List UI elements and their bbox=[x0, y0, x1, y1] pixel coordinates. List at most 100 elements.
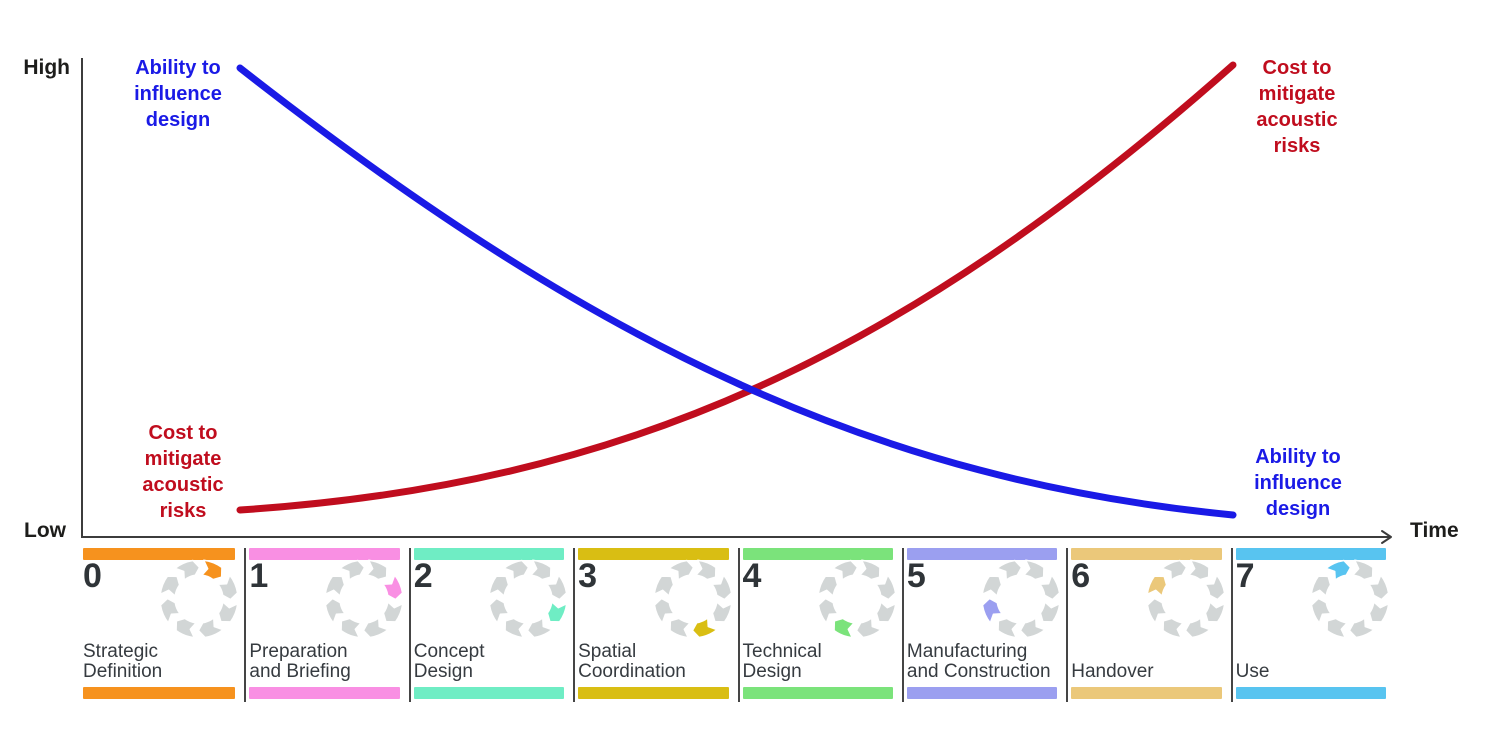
influence-curve-label-start: Ability to influence design bbox=[134, 57, 222, 131]
stage-color-bar-top bbox=[1071, 548, 1222, 560]
cycle-segment bbox=[365, 559, 388, 581]
stage-color-bar-top bbox=[906, 548, 1058, 560]
cycle-segment bbox=[1039, 601, 1061, 623]
cycle-segment bbox=[1039, 574, 1061, 601]
cycle-segment bbox=[875, 601, 897, 623]
cycle-segment bbox=[875, 574, 897, 601]
stage-color-bar-top bbox=[413, 548, 565, 560]
stage-color-bar-bottom bbox=[249, 687, 400, 699]
stage-color-bar-top bbox=[249, 548, 400, 560]
stage-label: Preparation and Briefing bbox=[249, 641, 351, 682]
cost-curve-label-start: Cost to mitigate acoustic risks bbox=[142, 422, 224, 522]
stage-color-bar-top bbox=[83, 548, 236, 560]
cycle-segment-highlighted bbox=[1325, 559, 1352, 581]
cycle-segment bbox=[653, 575, 674, 597]
cycle-segment bbox=[198, 617, 225, 639]
stage-cell-1: 1 Preparation and Briefing bbox=[244, 548, 408, 702]
stage-cell-6: 6 Handover bbox=[1066, 548, 1230, 702]
stage-cell-0: 0 Strategic Definition bbox=[80, 548, 244, 702]
cycle-segment bbox=[1368, 574, 1390, 601]
cycle-segment bbox=[1310, 575, 1332, 597]
cycle-segment bbox=[653, 597, 675, 624]
stage-cell-4: 4 Technical Design bbox=[737, 548, 902, 702]
cycle-segment-highlighted bbox=[833, 617, 855, 639]
stage-color-bar-top bbox=[742, 548, 893, 560]
cycle-segment bbox=[981, 575, 1003, 597]
cycle-segment bbox=[488, 597, 510, 624]
cycle-segment bbox=[1348, 617, 1375, 639]
cycle-segment bbox=[859, 559, 881, 581]
stage-color-bar-bottom bbox=[578, 687, 729, 699]
stage-label: Technical Design bbox=[742, 641, 822, 682]
cycle-segment bbox=[159, 575, 181, 597]
cycle-segment bbox=[1146, 597, 1168, 624]
stage-color-bar-top bbox=[1235, 548, 1386, 560]
stage-color-bar-top bbox=[578, 548, 729, 560]
cycle-segment bbox=[997, 617, 1020, 639]
stage-color-bar-bottom bbox=[1071, 687, 1222, 699]
stage-label: Spatial Coordination bbox=[578, 641, 686, 682]
cycle-segment bbox=[175, 617, 198, 639]
cycle-arrows-icon bbox=[817, 559, 897, 639]
cycle-segment bbox=[832, 559, 859, 581]
cycle-segment bbox=[218, 601, 239, 623]
stage-color-bar-bottom bbox=[413, 687, 565, 699]
cycle-arrows-icon bbox=[159, 559, 239, 639]
x-axis-arrowhead-icon bbox=[1381, 530, 1392, 544]
cycle-segment bbox=[217, 574, 239, 601]
cycle-segment bbox=[526, 617, 553, 639]
cycle-arrows-icon bbox=[981, 559, 1061, 639]
cycle-segment bbox=[340, 617, 362, 639]
cycle-segment bbox=[504, 617, 526, 639]
cycle-segment bbox=[160, 597, 182, 624]
stage-number: 3 bbox=[578, 557, 598, 595]
cycle-segment bbox=[546, 574, 568, 601]
cycle-segment bbox=[817, 597, 839, 624]
cycle-segment bbox=[1326, 617, 1348, 639]
cycle-segment bbox=[855, 617, 882, 639]
stage-number: 0 bbox=[83, 557, 102, 595]
cycle-segment bbox=[488, 575, 510, 597]
cost-curve-label-end: Cost to mitigate acoustic risks bbox=[1256, 57, 1338, 157]
stage-number: 5 bbox=[906, 557, 926, 595]
stage-number: 7 bbox=[1235, 557, 1255, 595]
stage-cell-5: 5 Manufacturing and Construction bbox=[901, 548, 1066, 702]
cycle-segment-highlighted bbox=[691, 617, 718, 639]
cycle-segment-highlighted bbox=[981, 597, 1004, 624]
stage-color-bar-bottom bbox=[1235, 687, 1386, 699]
stage-number: 2 bbox=[413, 557, 433, 595]
cycle-segment bbox=[530, 559, 552, 581]
cycle-segment bbox=[667, 559, 694, 581]
cycle-arrows-icon bbox=[653, 559, 732, 639]
cycle-segment bbox=[1187, 559, 1210, 581]
cycle-segment bbox=[1203, 574, 1225, 601]
stage-color-bar-bottom bbox=[906, 687, 1058, 699]
stage-cell-7: 7 Use bbox=[1230, 548, 1395, 702]
cycle-segment bbox=[1023, 559, 1045, 581]
cycle-segment bbox=[174, 559, 201, 581]
stage-label: Use bbox=[1235, 661, 1270, 682]
cycle-arrows-icon bbox=[488, 559, 568, 639]
cycle-segment-highlighted bbox=[546, 601, 568, 623]
cycle-segment bbox=[668, 617, 691, 639]
cycle-segment bbox=[1184, 617, 1211, 639]
cycle-segment bbox=[996, 559, 1023, 581]
axes-lines bbox=[81, 58, 1390, 538]
stage-cell-2: 2 Concept Design bbox=[408, 548, 573, 702]
cycle-segment bbox=[1352, 559, 1374, 581]
stage-label: Manufacturing and Construction bbox=[906, 641, 1051, 682]
cycle-segment bbox=[503, 559, 530, 581]
cycle-segment bbox=[817, 575, 839, 597]
stage-color-bar-bottom bbox=[83, 687, 236, 699]
cycle-segment bbox=[1310, 597, 1332, 624]
stage-color-bar-bottom bbox=[742, 687, 893, 699]
cost-curve bbox=[236, 61, 1237, 514]
cycle-segment bbox=[1019, 617, 1047, 639]
cycle-segment bbox=[711, 601, 732, 623]
cycle-segment bbox=[1204, 601, 1226, 623]
cycle-segment bbox=[1161, 617, 1184, 639]
cycle-segment-highlighted bbox=[1146, 575, 1167, 597]
cycle-arrows-icon bbox=[324, 559, 404, 639]
